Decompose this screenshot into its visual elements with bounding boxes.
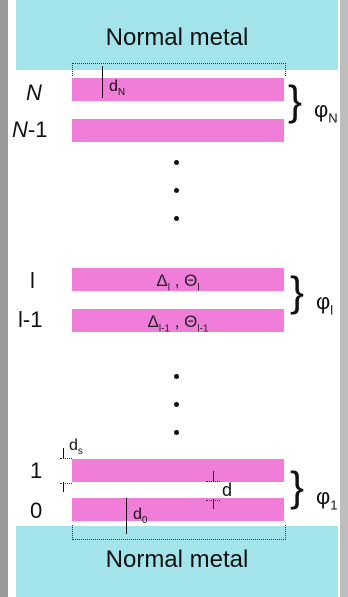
frame-right-edge — [340, 0, 348, 597]
dN-dashed-box — [72, 63, 286, 76]
d0-label: d0 — [133, 506, 148, 527]
d-label: d — [222, 480, 233, 500]
layer-N-minus-1 — [72, 119, 284, 142]
d0-arrow — [126, 498, 127, 534]
d-arrow-top — [213, 471, 214, 481]
index-l-minus-1: l-1 — [18, 307, 43, 332]
ellipsis-dot — [174, 402, 179, 407]
normal-metal-top-label: Normal metal — [105, 24, 249, 51]
frame-left-edge — [0, 0, 8, 597]
layer-0 — [72, 498, 284, 521]
ellipsis-dot — [174, 430, 179, 435]
index-1: 1 — [30, 458, 43, 483]
index-N-minus-1: N-1 — [12, 117, 48, 142]
dN-arrow — [102, 66, 103, 98]
brace-1: } — [290, 463, 305, 510]
index-l: l — [30, 268, 35, 293]
dN-label: dN — [109, 78, 126, 99]
ellipsis-dot — [174, 160, 179, 165]
ellipsis-dot — [174, 216, 179, 221]
ds-label: ds — [69, 437, 83, 458]
normal-metal-top: Normal metal — [16, 0, 338, 70]
layer-1 — [72, 459, 284, 482]
diagram-canvas: Normal metal Normal metal Δl , Θl Δl-1 ,… — [8, 0, 340, 597]
d-dashed-bracket — [206, 481, 220, 501]
layer-l-minus-1-label: Δl-1 , Θl-1 — [147, 312, 209, 335]
ds-dashed-bracket — [60, 458, 72, 484]
d0-dashed-box — [72, 525, 286, 540]
layer-l: Δl , Θl — [72, 268, 284, 294]
d-arrow-bottom — [213, 499, 214, 509]
phi-N: φN — [314, 97, 338, 126]
ds-arrow-bottom — [63, 482, 64, 492]
layer-l-minus-1: Δl-1 , Θl-1 — [72, 309, 284, 335]
layer-l-label: Δl , Θl — [156, 271, 200, 294]
normal-metal-bottom-label: Normal metal — [105, 546, 249, 573]
index-N: N — [26, 80, 42, 105]
index-0: 0 — [30, 498, 43, 523]
phi-l: φl — [316, 289, 334, 318]
ds-arrow-top — [63, 448, 64, 458]
phi-1: φ1 — [316, 484, 338, 513]
normal-metal-bottom: Normal metal — [16, 526, 338, 597]
ellipsis-dot — [174, 188, 179, 193]
brace-l: } — [290, 268, 305, 315]
brace-N: } — [288, 77, 303, 124]
layer-N — [72, 78, 284, 101]
ellipsis-dot — [174, 374, 179, 379]
